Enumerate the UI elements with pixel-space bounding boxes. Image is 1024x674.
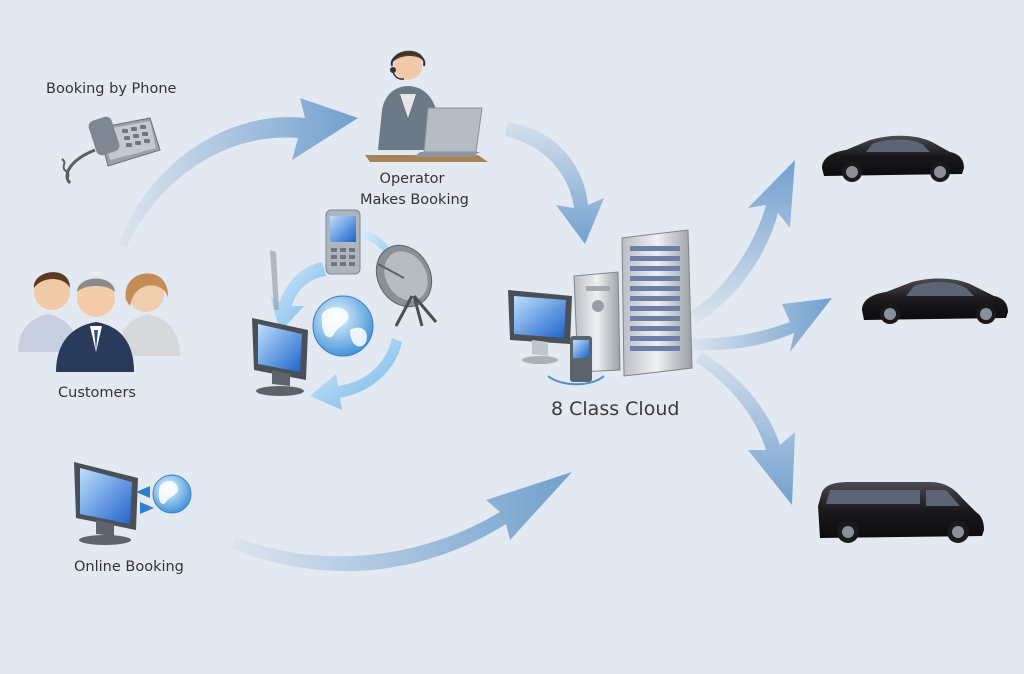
arrow-phone-to-operator xyxy=(118,98,358,248)
operator-icon xyxy=(365,50,488,162)
online-booking-label: Online Booking xyxy=(74,559,184,575)
online-booking-icon xyxy=(74,462,192,545)
monitor-icon xyxy=(252,318,308,396)
limousine-car-icon xyxy=(862,278,1008,324)
operator-label-line1: Operator xyxy=(379,171,445,187)
arrow-online-to-cloud xyxy=(232,472,572,572)
arrow-operator-to-cloud xyxy=(505,122,604,244)
customers-label: Customers xyxy=(58,385,136,401)
server-cloud-icon xyxy=(508,229,693,386)
satellite-dish-icon xyxy=(375,244,438,327)
cloud-label: 8 Class Cloud xyxy=(551,398,680,420)
telephone-icon xyxy=(61,116,161,185)
mobile-phone-icon xyxy=(325,209,361,275)
booking-by-phone-label: Booking by Phone xyxy=(46,81,177,97)
arrow-cloud-to-limousine xyxy=(690,298,832,352)
operator-label-line2: Makes Booking xyxy=(360,192,469,208)
operator-label: Operator Makes Booking xyxy=(360,169,469,211)
arrow-cloud-to-sedan xyxy=(690,160,795,324)
globe-icon xyxy=(312,295,374,357)
customers-icon xyxy=(18,272,180,372)
arrow-cloud-to-van xyxy=(696,352,795,505)
sedan-car-icon xyxy=(822,135,964,182)
van-icon xyxy=(818,482,984,543)
